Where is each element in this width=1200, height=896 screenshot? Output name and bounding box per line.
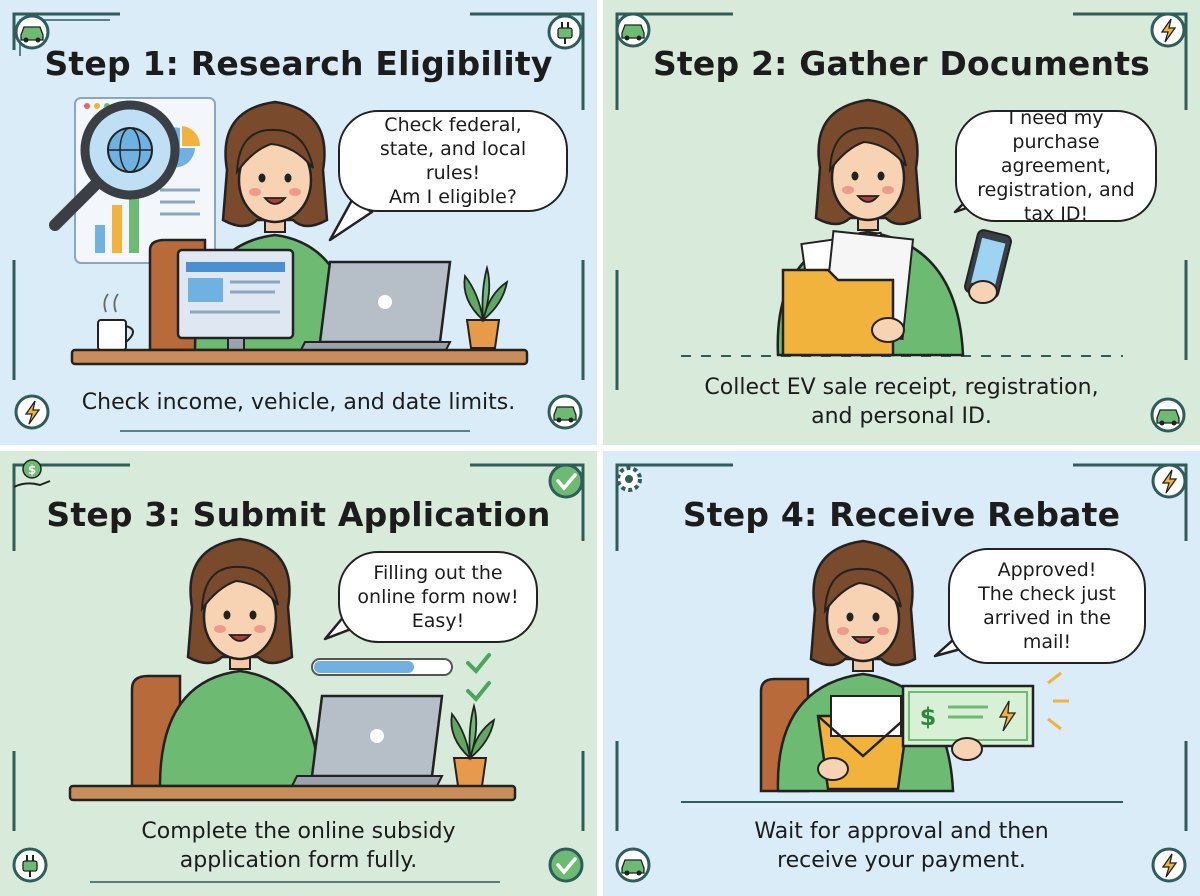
speech-line: Approved! <box>997 559 1097 581</box>
speech-line: agreement, <box>1000 155 1112 177</box>
panel-caption: Wait for approval and then receive your … <box>643 817 1160 875</box>
speech-line: registration, and <box>977 179 1135 201</box>
speech-bubble: Filling out the online form now! Easy! <box>338 551 538 643</box>
speech-line: mail! <box>1022 631 1072 653</box>
caption-line: receive your payment. <box>777 848 1026 873</box>
speech-line: Check federal, <box>384 114 522 136</box>
speech-line: I need my purchase <box>1008 107 1104 153</box>
panel-step-4: Step 4: Receive Rebate $ Approv <box>603 451 1200 896</box>
speech-bubble: I need my purchase agreement, registrati… <box>955 107 1157 225</box>
caption-line: Check income, vehicle, and date limits. <box>81 390 516 415</box>
research-scene <box>49 97 529 366</box>
panel-caption: Collect EV sale receipt, registration, a… <box>643 373 1160 431</box>
caption-line: Wait for approval and then <box>754 819 1049 844</box>
caption-line: and personal ID. <box>811 404 992 429</box>
money-hand-icon: $ <box>13 459 51 488</box>
panel-title: Step 3: Submit Application <box>46 495 551 534</box>
speech-line: online form now! <box>357 586 519 608</box>
speech-line: The check just <box>978 583 1116 605</box>
speech-line: state, and local rules! <box>379 138 527 184</box>
caption-line: application form fully. <box>179 848 418 873</box>
speech-line: tax ID! <box>1023 203 1089 225</box>
rebate-scene: $ <box>759 539 1069 793</box>
application-scene <box>68 537 517 802</box>
panel-title: Step 2: Gather Documents <box>652 44 1151 83</box>
caption-line: Complete the online subsidy <box>141 819 456 844</box>
caption-line: Collect EV sale receipt, registration, <box>704 375 1099 400</box>
panel-title: Step 4: Receive Rebate <box>682 495 1121 534</box>
panel-step-3: $ Step 3: Submit Application Filling out <box>0 451 597 896</box>
gear-icon <box>616 466 642 492</box>
speech-line: arrived in the <box>983 607 1111 629</box>
speech-line: Am I eligible? <box>389 186 517 208</box>
documents-scene <box>776 98 1012 357</box>
panel-title: Step 1: Research Eligibility <box>44 44 553 83</box>
speech-line: Easy! <box>411 610 465 632</box>
speech-bubble: Approved! The check just arrived in the … <box>948 548 1146 664</box>
speech-bubble: Check federal, state, and local rules! A… <box>338 110 568 212</box>
decorative-frame <box>12 12 585 432</box>
speech-line: Filling out the <box>373 562 503 584</box>
panel-caption: Check income, vehicle, and date limits. <box>40 388 557 417</box>
decorative-frame <box>615 463 1188 883</box>
svg-text:$: $ <box>28 463 36 477</box>
decorative-frame: $ <box>12 459 585 883</box>
panel-step-1: Step 1: Research Eligibility <box>0 0 597 445</box>
panel-step-2: Step 2: Gather Documents I need my purch… <box>603 0 1200 445</box>
panel-caption: Complete the online subsidy application … <box>40 817 557 875</box>
check-dollar-sign: $ <box>920 703 937 731</box>
